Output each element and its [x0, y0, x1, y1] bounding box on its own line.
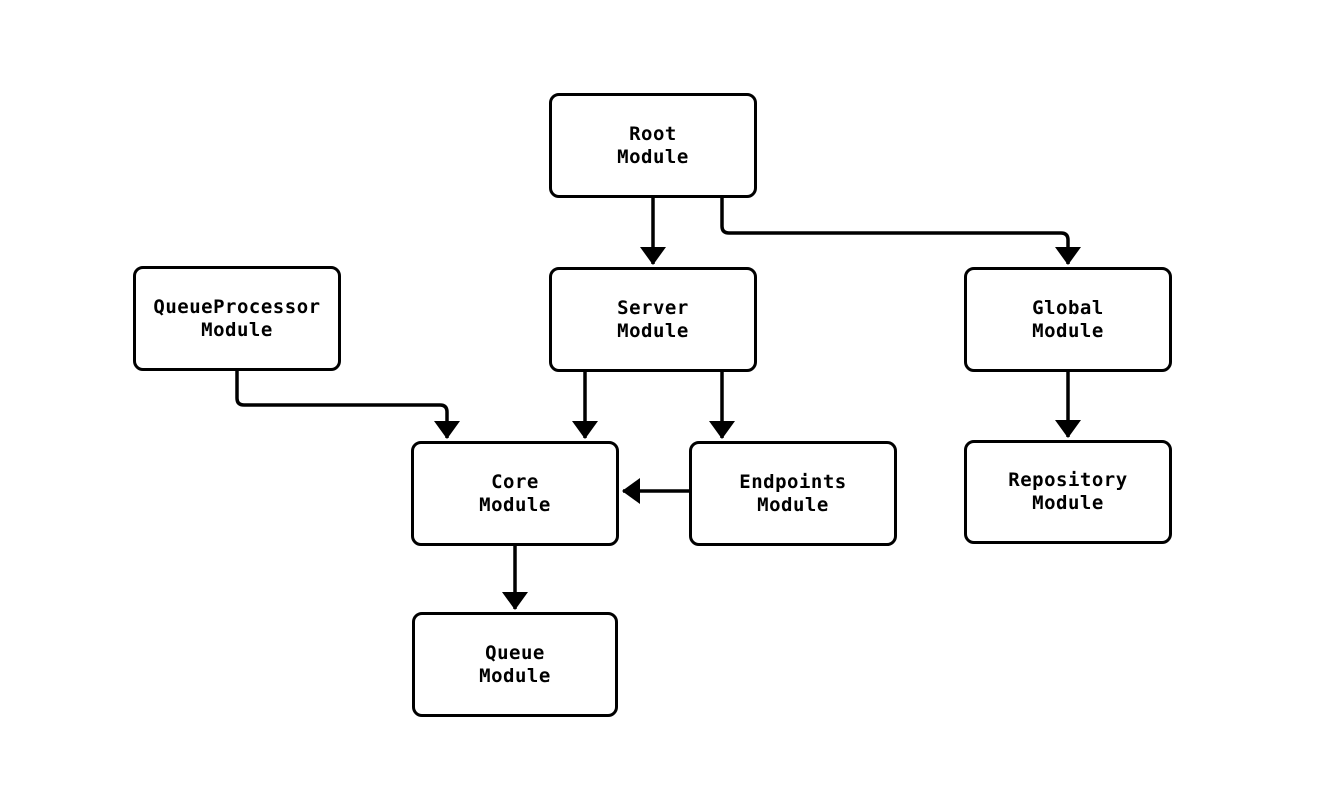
node-global-module-label: Global Module — [1032, 296, 1104, 342]
node-endpoints-module: Endpoints Module — [689, 441, 897, 546]
node-server-module: Server Module — [549, 267, 757, 372]
node-repository-module-label: Repository Module — [1008, 469, 1128, 514]
node-queueprocessor-module-label: QueueProcessor Module — [153, 295, 321, 341]
node-endpoints-module-label: Endpoints Module — [739, 470, 847, 516]
node-repository-module: Repository Module — [964, 440, 1172, 544]
node-queue-module-label: Queue Module — [479, 641, 551, 687]
node-root-module: Root Module — [549, 93, 757, 198]
node-core-module-label: Core Module — [479, 470, 551, 516]
node-global-module: Global Module — [964, 267, 1172, 372]
node-queueprocessor-module: QueueProcessor Module — [133, 266, 341, 371]
node-root-module-label: Root Module — [617, 122, 689, 168]
node-core-module: Core Module — [411, 441, 619, 546]
node-queue-module: Queue Module — [412, 612, 618, 717]
edge-root-to-global — [720, 198, 1081, 265]
node-server-module-label: Server Module — [617, 296, 689, 342]
edge-queueprocessor-to-core — [235, 371, 460, 439]
